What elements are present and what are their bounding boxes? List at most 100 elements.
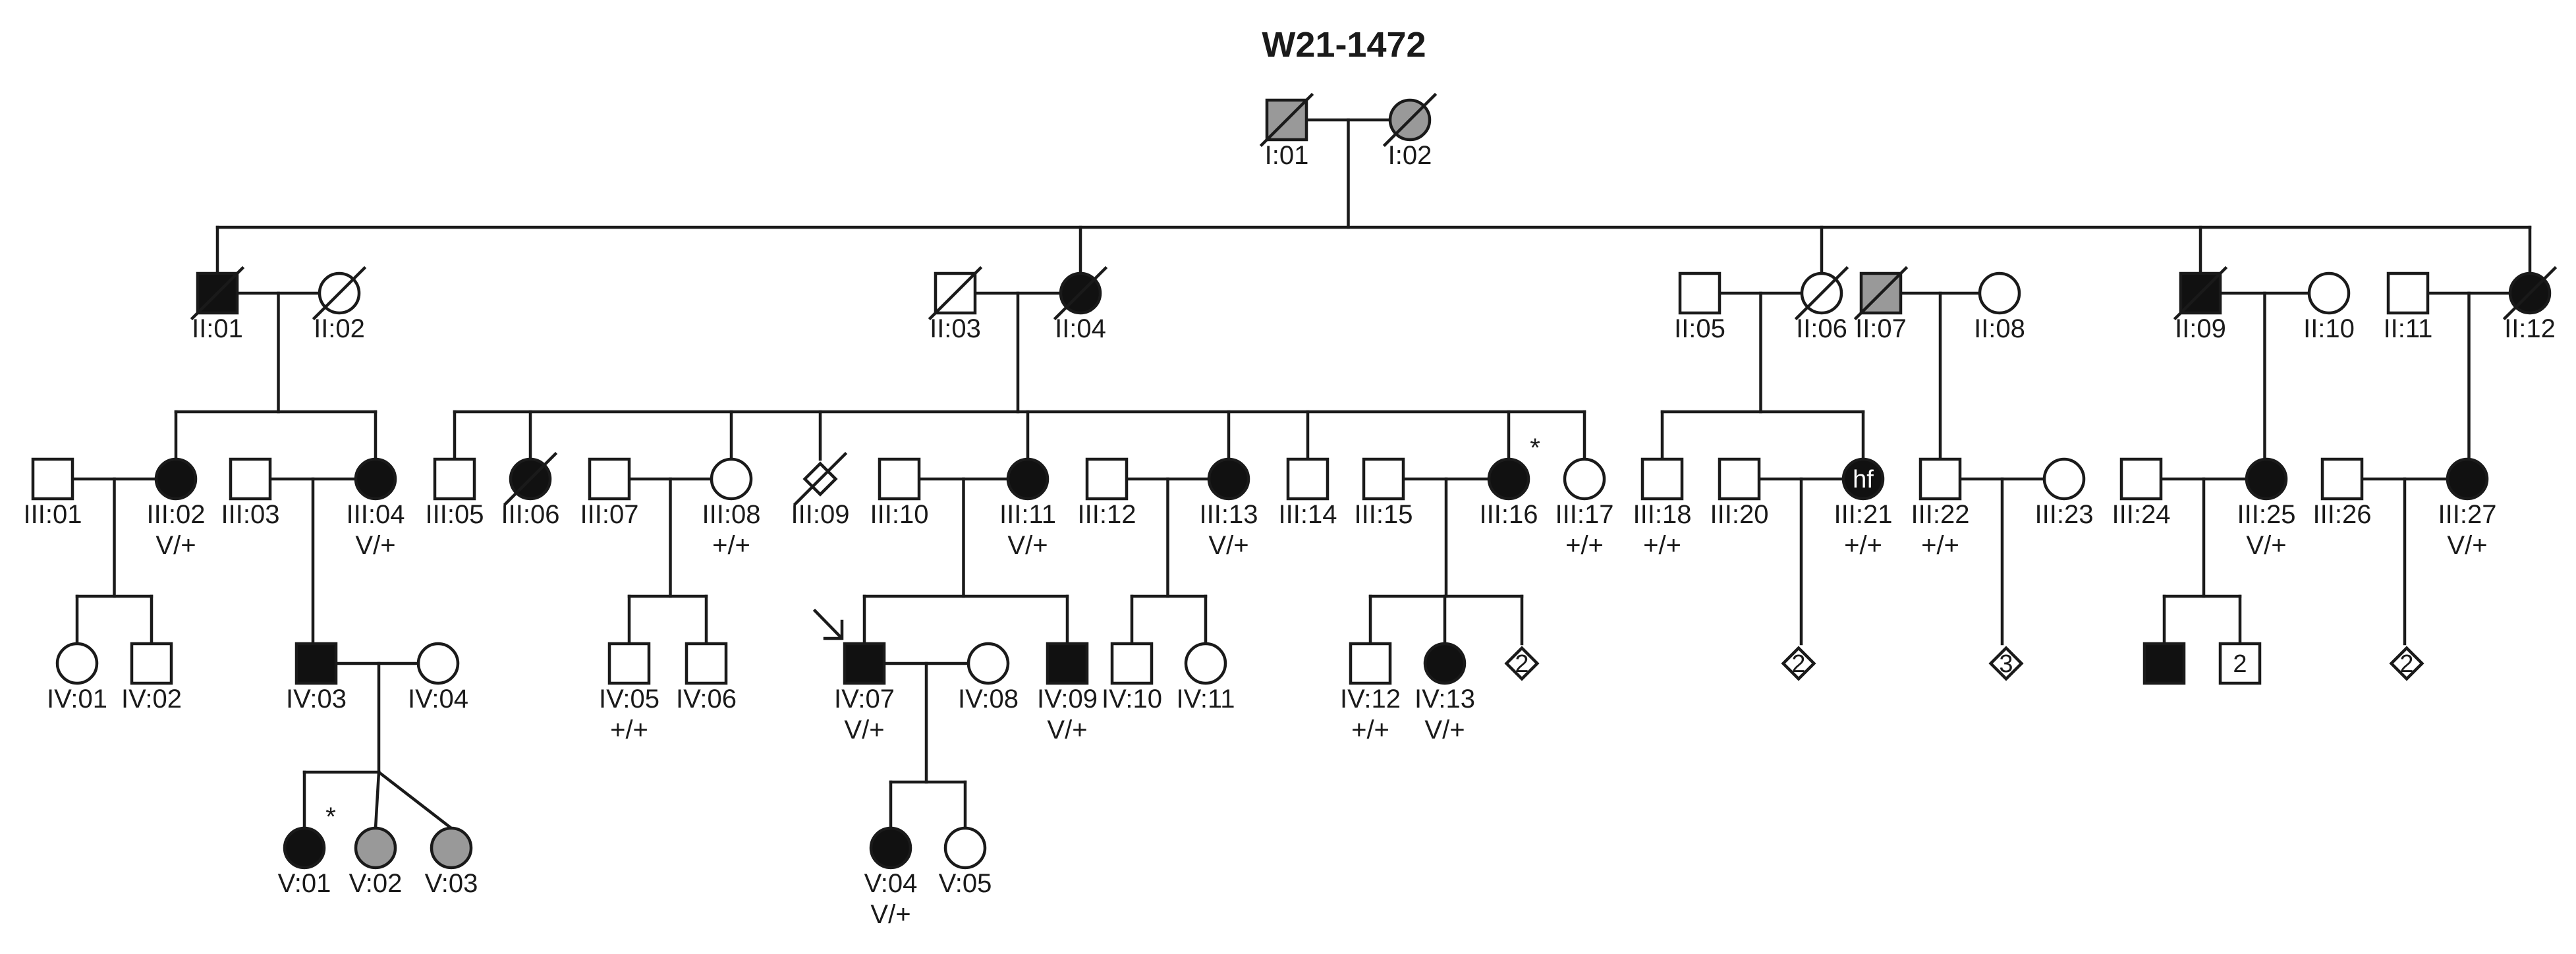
individual-v02: V:02 <box>349 826 402 898</box>
male-symbol <box>229 457 272 501</box>
asterisk-marker: * <box>325 802 336 831</box>
male-symbol <box>878 457 921 501</box>
individual-ii04: II:04 <box>1053 266 1108 343</box>
individual-label: III:04 <box>347 500 405 529</box>
individual-count: 2 <box>1791 650 1805 678</box>
male-symbol <box>1678 271 1722 315</box>
individual-label: V:03 <box>425 869 478 898</box>
male-symbol <box>1349 642 1392 685</box>
individual-iv08: IV:08 <box>958 642 1019 714</box>
individual-iii11: III:11V/+ <box>999 457 1056 560</box>
female-symbol <box>1184 642 1227 685</box>
unknown-sex-symbol <box>1988 646 2024 681</box>
individual-iii13: III:13V/+ <box>1200 457 1258 560</box>
proband-arrow <box>812 608 843 640</box>
individual-iv09: IV:09V/+ <box>1037 642 1098 744</box>
female-symbol <box>1978 271 2021 315</box>
individual-ii11: II:11 <box>2384 271 2433 343</box>
individual-count: 2 <box>1515 650 1528 678</box>
individual-v04: V:04V/+ <box>864 826 918 929</box>
individual-ii01: II:01 <box>190 266 245 343</box>
individual-iii05: III:05 <box>426 457 484 529</box>
female-symbol <box>354 826 397 870</box>
individual-iii24: III:24 <box>2112 457 2170 529</box>
male-symbol <box>1046 642 1089 685</box>
individual-iii14: III:14 <box>1279 457 1337 529</box>
proband-arrow-head <box>823 619 844 640</box>
deceased-slash <box>1053 266 1108 321</box>
individual-iii17: III:17+/+ <box>1555 457 1613 560</box>
individual-iv07: IV:07V/+ <box>834 642 895 744</box>
individual-iv05: IV:05+/+ <box>599 642 659 744</box>
genotype-label: V/+ <box>2447 531 2487 560</box>
individual-iv06: IV:06 <box>676 642 737 714</box>
male-symbol <box>1640 457 1684 501</box>
individual-label: III:12 <box>1078 500 1136 529</box>
individual-label: I:02 <box>1388 141 1432 170</box>
individual-v03: V:03 <box>425 826 478 898</box>
individual-ii10: II:10 <box>2303 271 2355 343</box>
female-symbol <box>2245 457 2288 501</box>
individual-iii04: III:04V/+ <box>347 457 405 560</box>
female-symbol <box>2042 457 2086 501</box>
individual-ivd2: 2 <box>1781 646 1816 681</box>
individual-label: IV:02 <box>121 685 182 714</box>
individual-ii07: II:07 <box>1853 266 1909 343</box>
individual-v01: *V:01 <box>278 802 336 898</box>
individual-iv13: IV:13V/+ <box>1414 642 1475 744</box>
individual-label: IV:04 <box>408 685 468 714</box>
individual-label: III:01 <box>24 500 82 529</box>
individual-iii27: III:27V/+ <box>2438 457 2496 560</box>
individual-label: III:10 <box>870 500 929 529</box>
male-symbol <box>1718 457 1761 501</box>
individual-i02: I:02 <box>1382 92 1438 170</box>
male-symbol <box>607 642 651 685</box>
genotype-label: V/+ <box>2246 531 2286 560</box>
individual-ivd3: 3 <box>1988 646 2024 681</box>
individual-label: III:07 <box>580 500 639 529</box>
individual-iii08: III:08+/+ <box>702 457 760 560</box>
unknown-sex-symbol <box>1504 646 1540 681</box>
individual-label: II:11 <box>2384 314 2433 343</box>
twin-line <box>374 770 381 830</box>
individual-label: II:09 <box>2175 314 2226 343</box>
male-symbol <box>1362 457 1405 501</box>
female-symbol <box>154 457 198 501</box>
male-symbol <box>31 457 74 501</box>
female-symbol <box>416 642 460 685</box>
male-symbol <box>588 457 631 501</box>
individual-iv03: IV:03 <box>286 642 347 714</box>
genotype-label: +/+ <box>610 716 648 744</box>
individual-ii03: II:03 <box>928 266 983 343</box>
genotype-label: +/+ <box>1921 531 1959 560</box>
male-symbol <box>2142 642 2186 685</box>
individual-iii02: III:02V/+ <box>147 457 206 560</box>
genotype-label: +/+ <box>1844 531 1882 560</box>
female-symbol <box>1006 457 1050 501</box>
female-symbol <box>710 457 753 501</box>
deceased-slash <box>312 266 367 321</box>
individual-iii20: III:20 <box>1710 457 1768 529</box>
individual-label: V:04 <box>864 869 918 898</box>
individual-iii10: III:10 <box>870 457 929 529</box>
individual-label: III:16 <box>1480 500 1538 529</box>
genotype-label: V/+ <box>1007 531 1048 560</box>
individual-label: III:21 <box>1834 500 1893 529</box>
individual-label: III:22 <box>1911 500 1970 529</box>
individual-iii03: III:03 <box>221 457 279 529</box>
male-symbol <box>685 642 728 685</box>
individual-count: 3 <box>1999 650 2013 678</box>
individual-ivb: 2 <box>2218 642 2262 685</box>
individual-label: III:23 <box>2035 500 2094 529</box>
individual-v05: V:05 <box>939 826 992 898</box>
individual-iv01: IV:01 <box>47 642 107 714</box>
female-symbol <box>2446 457 2489 501</box>
deceased-slash <box>1382 92 1438 148</box>
individual-label: IV:06 <box>676 685 737 714</box>
individual-label: III:02 <box>147 500 206 529</box>
female-symbol <box>1563 457 1606 501</box>
individual-label: I:01 <box>1265 141 1309 170</box>
individual-label: IV:10 <box>1102 685 1162 714</box>
individual-iv02: IV:02 <box>121 642 182 714</box>
